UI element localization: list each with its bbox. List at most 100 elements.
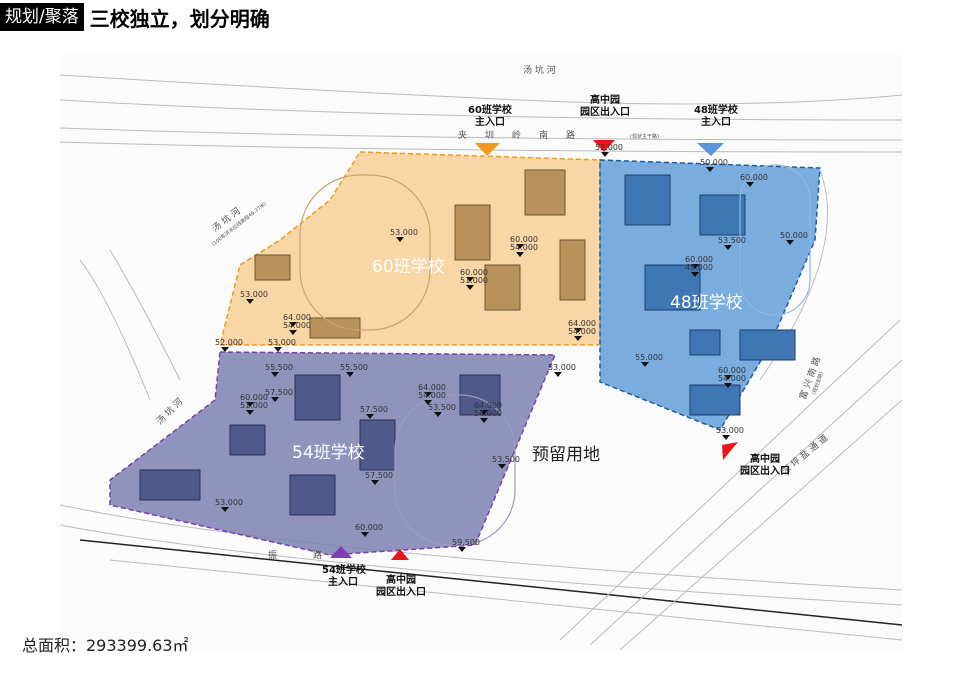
elevation-label: 54.000 [474, 409, 502, 418]
elevation-label: 53.500 [492, 455, 520, 464]
zone-54-school[interactable] [109, 351, 557, 556]
elevation-label: 50.000 [780, 231, 808, 240]
elevation-label: 54.000 [718, 374, 746, 383]
elevation-label: 64.000 [283, 313, 311, 322]
elevation-marker-icon [480, 410, 488, 415]
elevation-marker-icon [424, 400, 432, 405]
zone-48-school[interactable] [599, 159, 821, 431]
elevation-label: 60.000 [240, 393, 268, 402]
track-48 [739, 164, 811, 316]
elevation-label: 55.500 [340, 363, 368, 372]
elevation-marker-icon [724, 245, 732, 250]
elevation-marker-icon [274, 347, 282, 352]
svg-text:高中园: 高中园 [386, 573, 416, 586]
svg-text:高中园: 高中园 [590, 93, 620, 106]
elevation-marker-icon [458, 547, 466, 552]
gate-north-campus[interactable]: 高中园 园区出入口 [580, 93, 630, 152]
svg-text:54班学校: 54班学校 [322, 563, 367, 576]
elevation-marker-icon [346, 372, 354, 377]
elevation-marker-icon [724, 383, 732, 388]
elevation-label: 51.000 [460, 276, 488, 285]
elevation-label: 64.000 [418, 383, 446, 392]
elevation-marker-icon [516, 252, 524, 257]
elevation-label: 53.000 [240, 290, 268, 299]
elevation-label: 53.000 [215, 498, 243, 507]
elevation-marker-icon [554, 372, 562, 377]
elevation-marker-icon [480, 418, 488, 423]
elevation-marker-icon [601, 152, 609, 157]
elevation-label: 60.000 [740, 173, 768, 182]
elevation-label: 60.000 [685, 255, 713, 264]
elevation-label: 54.000 [568, 327, 596, 336]
elevation-marker-icon [641, 362, 649, 367]
elevation-label: 53.500 [428, 403, 456, 412]
svg-text:园区出入口: 园区出入口 [580, 105, 630, 118]
elevation-marker-icon [424, 392, 432, 397]
elevation-label: 49.000 [685, 263, 713, 272]
buildings-54 [139, 374, 501, 516]
elevation-marker-icon [246, 410, 254, 415]
elevation-label: 52.000 [215, 338, 243, 347]
elevation-marker-icon [289, 322, 297, 327]
elevation-marker-icon [434, 412, 442, 417]
elevation-label: 55.500 [265, 363, 293, 372]
elevation-marker-icon [289, 330, 297, 335]
elevation-marker-icon [574, 328, 582, 333]
elevation-label: 57.500 [265, 388, 293, 397]
elevation-marker-icon [466, 277, 474, 282]
elevation-label: 60.000 [355, 523, 383, 532]
elevation-marker-icon [246, 299, 254, 304]
track-54 [394, 394, 516, 546]
south-road-label: 振 路 [268, 549, 322, 561]
elevation-marker-icon [691, 272, 699, 277]
elevation-marker-icon [361, 532, 369, 537]
buildings-48 [624, 174, 796, 416]
gate-east-campus[interactable]: 高中园 园区出入口 [722, 442, 790, 477]
elevation-marker-icon [691, 264, 699, 269]
river-top-label: 汤 坑 河 [523, 64, 556, 76]
elevation-label: 51.000 [240, 401, 268, 410]
elevation-marker-icon [746, 182, 754, 187]
svg-text:主入口: 主入口 [701, 115, 731, 128]
elevation-marker-icon [221, 347, 229, 352]
elevation-label: 60.000 [460, 268, 488, 277]
elevation-label: 53.000 [390, 228, 418, 237]
elevation-marker-icon [722, 435, 730, 440]
elevation-marker-icon [724, 375, 732, 380]
zone-label-48: 48班学校 [670, 293, 743, 313]
elevation-marker-icon [371, 480, 379, 485]
zone-label-60: 60班学校 [372, 257, 445, 277]
elevation-label: 54.000 [283, 321, 311, 330]
road-lines [59, 74, 903, 651]
elevation-marker-icon [786, 240, 794, 245]
elevation-label: 64.000 [568, 319, 596, 328]
gate-60-main[interactable]: 60班学校 主入口 [468, 103, 513, 156]
elevation-label: 54.000 [510, 243, 538, 252]
gate-54-main[interactable]: 54班学校 主入口 [322, 546, 367, 588]
svg-text:高中园: 高中园 [750, 452, 780, 465]
header: 规划/聚落 三校独立，划分明确 [0, 3, 270, 31]
elevation-label: 53.500 [718, 236, 746, 245]
zone-label-reserved: 预留用地 [532, 445, 600, 465]
elevation-label: 60.000 [718, 366, 746, 375]
elevation-marker-icon [221, 507, 229, 512]
section-tag: 规划/聚落 [0, 3, 84, 31]
elevation-label: 53.000 [548, 363, 576, 372]
svg-text:园区出入口: 园区出入口 [376, 585, 426, 598]
gate-south-campus[interactable]: 高中园 园区出入口 [376, 549, 426, 598]
elevation-label: 52.000 [595, 143, 623, 152]
north-road-label: 夹 圳 岭 南 路 [458, 129, 575, 141]
elevation-marker-icon [706, 167, 714, 172]
elevation-label: 59.500 [452, 538, 480, 547]
elevation-label: 64.000 [474, 401, 502, 410]
elevation-marker-icon [498, 464, 506, 469]
svg-text:60班学校: 60班学校 [468, 103, 513, 116]
page-title: 三校独立，划分明确 [89, 6, 270, 31]
elevation-label: 53.000 [268, 338, 296, 347]
elevation-label: 54.000 [418, 391, 446, 400]
gate-48-main[interactable]: 48班学校 主入口 [694, 103, 739, 156]
elevation-label: 57.500 [365, 471, 393, 480]
svg-text:主入口: 主入口 [475, 115, 505, 128]
